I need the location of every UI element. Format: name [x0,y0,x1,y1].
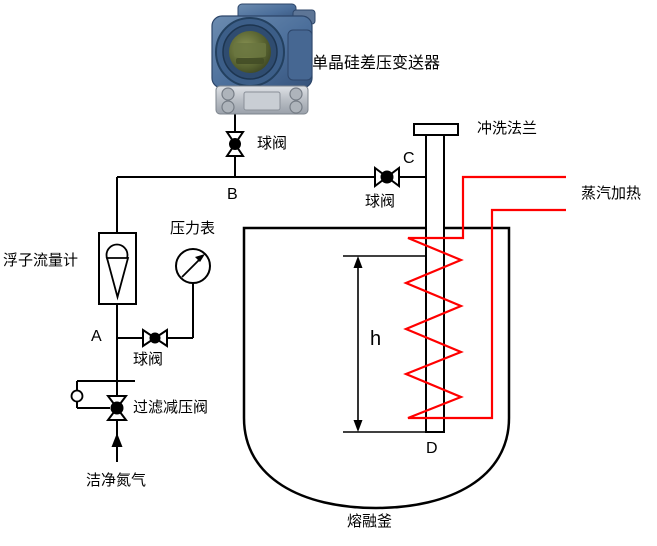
filter-reducing-valve-icon [106,395,128,421]
label-filter-reducing-valve: 过滤减压阀 [133,399,209,416]
label-ball-valve-a: 球阀 [133,351,164,368]
pressure-gauge-icon [175,248,211,284]
label-pressure-gauge: 压力表 [170,220,216,237]
transmitter-photo [211,3,316,115]
float-flowmeter-icon [98,232,137,305]
ball-valve-c-icon [374,166,400,188]
ball-valve-a-icon [142,328,168,348]
dip-pipe [425,135,445,433]
label-dimension-h: h [370,328,382,350]
dimension-arrow-down [353,420,363,432]
steam-heating-coil [403,175,566,420]
label-ball-valve-c: 球阀 [365,193,396,210]
label-point-d: D [426,440,438,457]
label-clean-nitrogen: 洁净氮气 [86,472,147,489]
flush-flange-icon [413,123,459,136]
dimension-arrow-up [353,256,363,268]
label-melting-kettle: 熔融釜 [347,513,393,530]
label-flush-flange: 冲洗法兰 [477,120,538,137]
label-point-a: A [91,328,102,345]
label-point-c: C [403,150,415,167]
label-ball-valve-top: 球阀 [257,135,288,152]
vessel-outline [242,226,511,510]
ball-valve-top-icon [225,131,245,157]
reducing-valve-pilot-icon [70,389,84,403]
label-steam-heating: 蒸汽加热 [581,185,642,202]
label-float-flowmeter: 浮子流量计 [3,252,79,269]
dimension-h [343,255,425,433]
label-point-b: B [227,186,238,203]
label-transmitter: 单晶硅差压变送器 [312,55,441,72]
nitrogen-flow-arrow [111,433,123,447]
